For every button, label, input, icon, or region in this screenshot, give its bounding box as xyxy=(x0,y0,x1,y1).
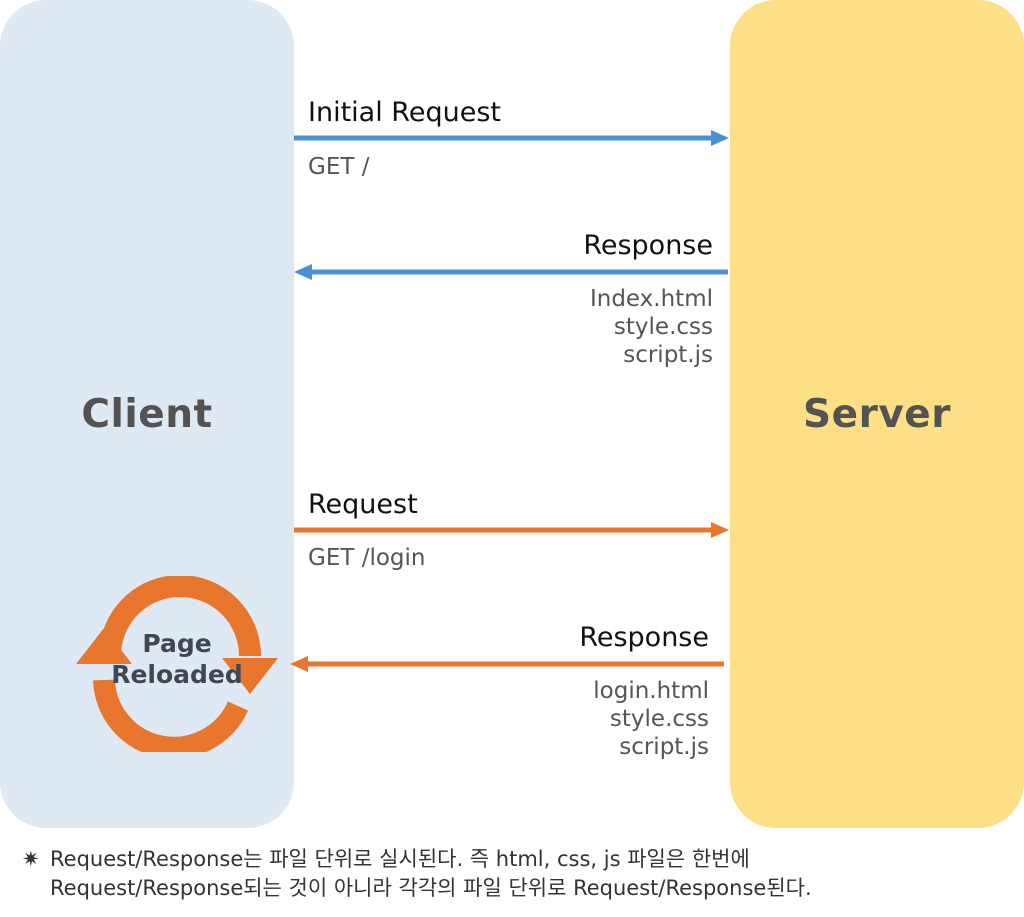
initial-response-file: style.css xyxy=(613,314,713,340)
page-reloaded-line2: Reloaded xyxy=(111,660,243,689)
login-response-file: login.html xyxy=(593,678,709,704)
login-request-detail: GET /login xyxy=(308,545,426,571)
login-request-label: Request xyxy=(308,489,418,520)
login-response-file: style.css xyxy=(609,706,709,732)
footnote: ✷ Request/Response는 파일 단위로 실시된다. 즉 html, … xyxy=(22,845,812,903)
initial-response-file: Index.html xyxy=(589,286,713,312)
initial-response-arrow xyxy=(294,264,728,280)
login-request-arrow xyxy=(294,522,729,538)
initial-request-detail: GET / xyxy=(308,154,370,180)
login-response-arrow xyxy=(290,656,724,672)
client-title: Client xyxy=(81,392,213,437)
page-reloaded-line1: Page xyxy=(142,629,212,658)
initial-response-file: script.js xyxy=(623,342,713,368)
reload-cycle-icon xyxy=(76,576,278,752)
login-response-file: script.js xyxy=(619,734,709,760)
initial-request-arrow xyxy=(294,130,729,146)
initial-response-label: Response xyxy=(583,230,713,261)
page-reloaded-label: Page Reloaded xyxy=(102,628,252,690)
initial-request-label: Initial Request xyxy=(308,97,501,128)
footnote-line1: Request/Response는 파일 단위로 실시된다. 즉 html, c… xyxy=(50,847,750,871)
asterisk-icon: ✷ xyxy=(22,847,40,871)
server-title: Server xyxy=(803,392,951,437)
login-response-label: Response xyxy=(579,622,709,653)
server-panel xyxy=(730,0,1024,828)
client-panel xyxy=(0,0,294,828)
footnote-line2: Request/Response되는 것이 아니라 각각의 파일 단위로 Req… xyxy=(50,876,812,900)
